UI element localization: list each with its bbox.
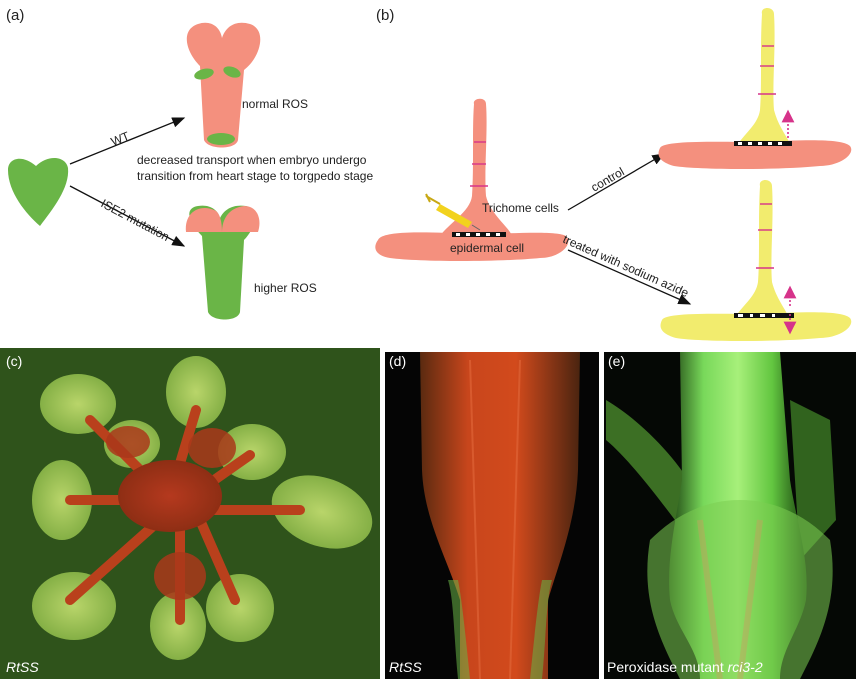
panel-d: (d) RtSS — [385, 352, 599, 679]
arrow-wt — [69, 117, 186, 165]
panel-e: (e) Peroxidase mutant rci3-2 — [604, 352, 856, 679]
central-trichome — [375, 98, 569, 261]
panel-d-label: (d) — [389, 353, 406, 369]
arrow-wt-label: WT — [109, 129, 132, 149]
note-line-1: decreased transport when embryo undergo — [137, 153, 367, 167]
panel-c-label: (c) — [6, 353, 22, 369]
panel-e-caption: Peroxidase mutant rci3-2 — [607, 659, 763, 675]
arrow-control-label: control — [589, 164, 627, 194]
trichome-cells-label: Trichome cells — [482, 201, 559, 215]
panel-c: (c) RtSS — [0, 348, 380, 679]
ise2-mutant-embryo — [185, 205, 260, 320]
arrow-ise2-label: ISE2 mutation — [99, 196, 172, 244]
higher-ros-label: higher ROS — [254, 281, 317, 295]
wt-torpedo-embryo — [186, 22, 261, 148]
heart-stage-embryo — [8, 157, 69, 226]
panel-c-caption: RtSS — [6, 659, 39, 675]
panel-e-caption-prefix: Peroxidase mutant — [607, 659, 728, 675]
note-line-2: transition from heart stage to torgpedo … — [137, 169, 373, 183]
arrow-ise2 — [69, 185, 186, 247]
normal-ros-label: normal ROS — [242, 97, 308, 111]
rosette-plant-image — [32, 356, 373, 660]
arrow-control — [567, 153, 666, 211]
arrow-sodium-azide-label: treated with sodium azide — [561, 232, 691, 300]
panel-b: (b) Trichome cells epidermal cell — [375, 7, 852, 341]
panel-e-caption-italic: rci3-2 — [728, 659, 763, 675]
arrow-sodium-azide — [567, 249, 692, 305]
red-stem-image — [420, 352, 580, 679]
epidermal-cell-label: epidermal cell — [450, 241, 524, 255]
azide-treated-trichome — [660, 180, 852, 341]
panel-a-label: (a) — [6, 7, 24, 24]
panel-a: (a) WT ISE2 mutation normal ROS decrease… — [6, 7, 373, 320]
control-trichome — [658, 8, 852, 169]
panel-e-label: (e) — [608, 353, 625, 369]
panel-d-caption: RtSS — [389, 659, 422, 675]
syringe-icon — [425, 193, 481, 231]
green-stem-image — [606, 352, 836, 679]
panel-b-label: (b) — [376, 7, 394, 24]
